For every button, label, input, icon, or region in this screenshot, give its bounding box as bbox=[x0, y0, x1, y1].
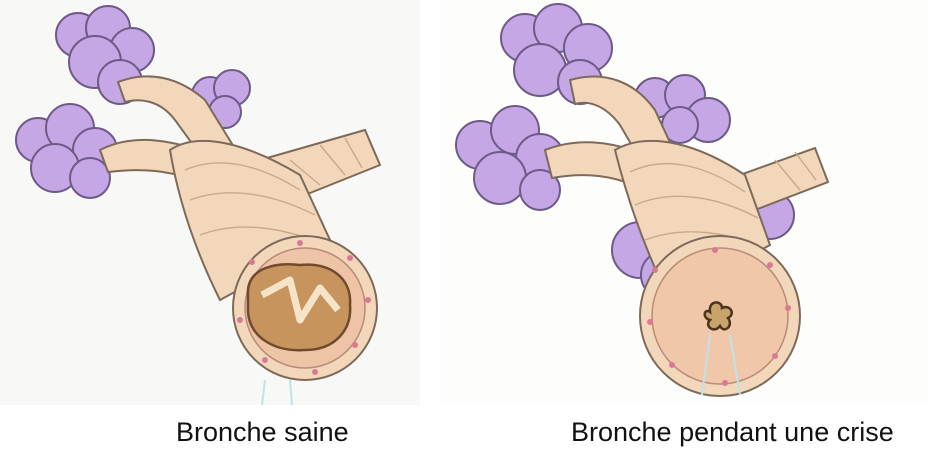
caption-bronchus-during-attack: Bronche pendant une crise bbox=[571, 412, 894, 452]
airflow-lines bbox=[262, 380, 292, 405]
healthy-cross-section bbox=[233, 236, 377, 380]
healthy-bronchus-illustration bbox=[0, 0, 420, 405]
caption-healthy-bronchus: Bronche saine bbox=[176, 412, 349, 452]
healthy-bronchus-drawing bbox=[0, 0, 420, 405]
constricted-cross-section bbox=[640, 236, 800, 396]
attack-bronchus-illustration bbox=[440, 0, 928, 405]
attack-bronchus-drawing bbox=[440, 0, 928, 405]
